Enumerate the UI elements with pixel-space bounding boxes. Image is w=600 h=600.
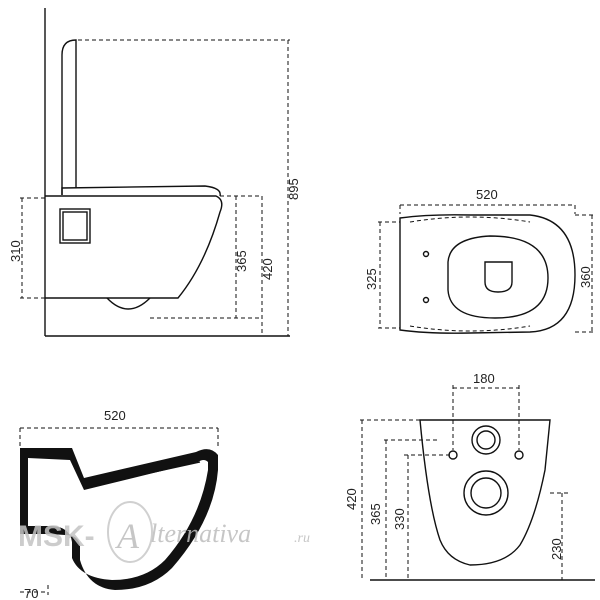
top-view: [378, 204, 595, 334]
rear-outline: [419, 419, 551, 566]
watermark-right: lternativa: [150, 519, 251, 548]
dim-895: 895: [286, 178, 301, 200]
dim-230: 230: [549, 538, 564, 560]
seat-lid: [61, 39, 77, 195]
fix-hole-bottom: [422, 296, 430, 304]
rear-view: [360, 385, 595, 581]
dim-325: 325: [364, 268, 379, 290]
dim-420-side: 420: [260, 258, 275, 280]
dim-360: 360: [578, 266, 593, 288]
dim-330: 330: [392, 508, 407, 530]
bowl-body: [45, 195, 223, 299]
dim-520-section: 520: [104, 408, 126, 423]
mount-hole-left: [448, 450, 458, 460]
outlet-pipe: [463, 470, 509, 516]
dim-180: 180: [473, 371, 495, 386]
dim-70: 70: [24, 586, 38, 600]
section-body: [20, 448, 218, 590]
flush-hole: [484, 261, 513, 293]
section-flow: [85, 461, 201, 488]
dim-310: 310: [8, 240, 23, 262]
mount-plate: [59, 208, 91, 244]
water-inlet: [471, 425, 501, 455]
fix-hole-top: [422, 250, 430, 258]
dim-520-top: 520: [476, 187, 498, 202]
dim-365-rear: 365: [368, 503, 383, 525]
section-view: [19, 427, 219, 595]
bowl-opening: [447, 235, 549, 319]
watermark-logo-ring: [107, 501, 153, 563]
dim-420-rear: 420: [344, 488, 359, 510]
seat: [61, 185, 221, 197]
top-outline: [399, 214, 576, 334]
side-view: [20, 8, 290, 337]
watermark-logo: A: [115, 516, 140, 556]
watermark: MSK- A lternativa .ru: [18, 501, 310, 563]
mount-hole-right: [514, 450, 524, 460]
dim-365-side: 365: [234, 250, 249, 272]
watermark-left: MSK-: [18, 520, 95, 553]
watermark-suffix: .ru: [294, 531, 310, 546]
outlet-arc: [106, 297, 151, 310]
